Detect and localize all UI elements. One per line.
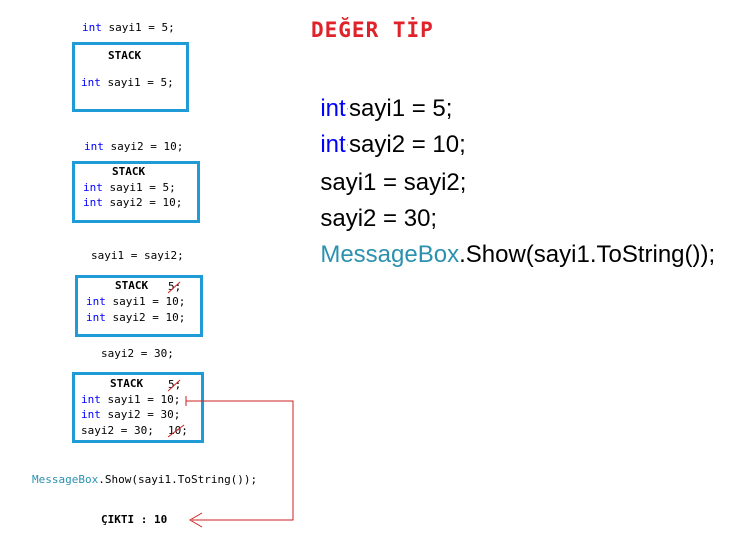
stack-entry: int sayi1 = 5;: [83, 180, 176, 195]
entry-text: sayi1 = 10;: [105, 295, 186, 308]
code-keyword: int: [320, 131, 346, 158]
whitespace-dot-icon: ·: [345, 103, 350, 115]
class-name: MessageBox: [32, 473, 99, 486]
entry-text: sayi1 = 5;: [100, 76, 174, 89]
statement-text: sayi2 = 10;: [103, 140, 184, 153]
code-line-3: sayi1 = sayi2;: [307, 141, 466, 197]
stack-entry: sayi2 = 30;: [81, 424, 154, 437]
code-text: .Show(sayi1.ToString());: [459, 241, 716, 268]
stack-entry: int sayi2 = 10;: [86, 310, 185, 325]
keyword: int: [86, 311, 106, 324]
strike-mark: [167, 281, 181, 294]
entry-text: sayi1 = 5;: [102, 181, 176, 194]
code-line-1: int·sayi1 = 5;: [307, 67, 452, 124]
code-text: sayi1 = sayi2;: [320, 169, 467, 196]
stack-label: STACK: [108, 49, 142, 62]
statement-text: sayi1 = 5;: [101, 21, 175, 34]
code-text: sayi2 = 30;: [320, 205, 438, 232]
arrow-line: [186, 400, 294, 521]
keyword: int: [81, 408, 101, 421]
code-text: sayi1 = 5;: [349, 95, 453, 122]
keyword: int: [81, 76, 101, 89]
keyword: int: [83, 181, 103, 194]
entry-text: sayi2 = 30;: [100, 408, 181, 421]
keyword: int: [83, 196, 103, 209]
output-label: ÇIKTI : 10: [101, 513, 168, 526]
stack-entry: int sayi2 = 10;: [83, 195, 182, 210]
code-keyword: int: [320, 95, 346, 122]
code-line-4: sayi2 = 30;: [307, 177, 437, 233]
stack-entry: int sayi1 = 5;: [81, 75, 174, 90]
step4-statement: sayi2 = 30;: [101, 347, 174, 360]
stack-box-2: [72, 161, 200, 223]
keyword: int: [84, 140, 104, 153]
stack-box-1: [72, 42, 189, 112]
call-text: .Show(sayi1.ToString());: [98, 473, 258, 486]
whitespace-dot-icon: ·: [345, 139, 350, 151]
strike-mark: [167, 424, 185, 438]
step1-statement: int sayi1 = 5;: [82, 20, 175, 35]
stack-entry: int sayi1 = 10;: [86, 294, 185, 309]
arrow-head-icon: [189, 512, 203, 528]
stack-label: STACK: [112, 165, 146, 178]
stack-label: STACK: [110, 377, 144, 390]
entry-text: sayi1 = 10;: [100, 393, 181, 406]
code-line-2: int·sayi2 = 10;: [307, 103, 466, 160]
messagebox-call: MessageBox.Show(sayi1.ToString());: [32, 472, 257, 487]
page-title: DEĞER TİP: [311, 18, 434, 42]
code-class: MessageBox: [320, 241, 460, 268]
step2-statement: int sayi2 = 10;: [84, 139, 183, 154]
strike-mark: [167, 379, 181, 392]
keyword: int: [82, 21, 102, 34]
stack-entry: int sayi1 = 10;: [81, 392, 180, 407]
step3-statement: sayi1 = sayi2;: [91, 249, 184, 262]
code-line-5: MessageBox.Show(sayi1.ToString());: [307, 213, 715, 269]
stack-entry: int sayi2 = 30;: [81, 407, 180, 422]
stack-box-3: [75, 275, 203, 337]
keyword: int: [86, 295, 106, 308]
keyword: int: [81, 393, 101, 406]
stack-label: STACK: [115, 279, 149, 292]
code-text: sayi2 = 10;: [349, 131, 466, 158]
entry-text: sayi2 = 10;: [102, 196, 183, 209]
stack-box-4: [72, 372, 204, 443]
entry-text: sayi2 = 10;: [105, 311, 186, 324]
